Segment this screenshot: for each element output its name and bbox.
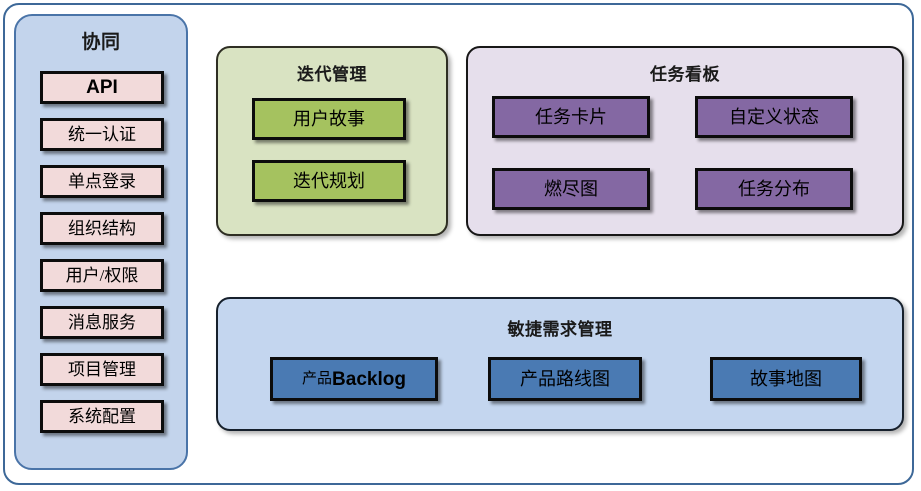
box-product-backlog-han: 产品 [302,370,333,387]
box-product-backlog-latin: Backlog [332,368,406,390]
sidebar-item-sso[interactable]: 单点登录 [40,165,164,198]
box-task-card[interactable]: 任务卡片 [492,96,650,138]
panel-agile-requirement-management-title: 敏捷需求管理 [507,320,613,339]
box-story-map[interactable]: 故事地图 [710,357,862,401]
box-user-story[interactable]: 用户故事 [252,98,406,140]
panel-task-board-title: 任务看板 [650,65,720,84]
sidebar-item-api[interactable]: API [40,71,164,104]
sidebar-item-unified-auth[interactable]: 统一认证 [40,118,164,151]
box-task-distribution[interactable]: 任务分布 [695,168,853,210]
box-product-roadmap[interactable]: 产品路线图 [488,357,642,401]
sidebar-item-message-service[interactable]: 消息服务 [40,306,164,339]
sidebar-item-user-permission[interactable]: 用户/权限 [40,259,164,292]
panel-iteration-management-title: 迭代管理 [297,65,367,84]
sidebar-item-org-structure[interactable]: 组织结构 [40,212,164,245]
box-iteration-planning[interactable]: 迭代规划 [252,160,406,202]
panel-task-board[interactable]: 任务看板 任务卡片 自定义状态 燃尽图 任务分布 [466,46,904,236]
panel-iteration-management[interactable]: 迭代管理 用户故事 迭代规划 [216,46,448,236]
panel-collaboration-title: 协同 [81,32,121,53]
box-burndown-chart[interactable]: 燃尽图 [492,168,650,210]
sidebar-item-system-config[interactable]: 系统配置 [40,400,164,433]
sidebar-item-project-management[interactable]: 项目管理 [40,353,164,386]
panel-collaboration[interactable]: 协同 API 统一认证 单点登录 组织结构 用户/权限 消息服务 项目管理 系统… [14,14,188,470]
box-custom-status[interactable]: 自定义状态 [695,96,853,138]
